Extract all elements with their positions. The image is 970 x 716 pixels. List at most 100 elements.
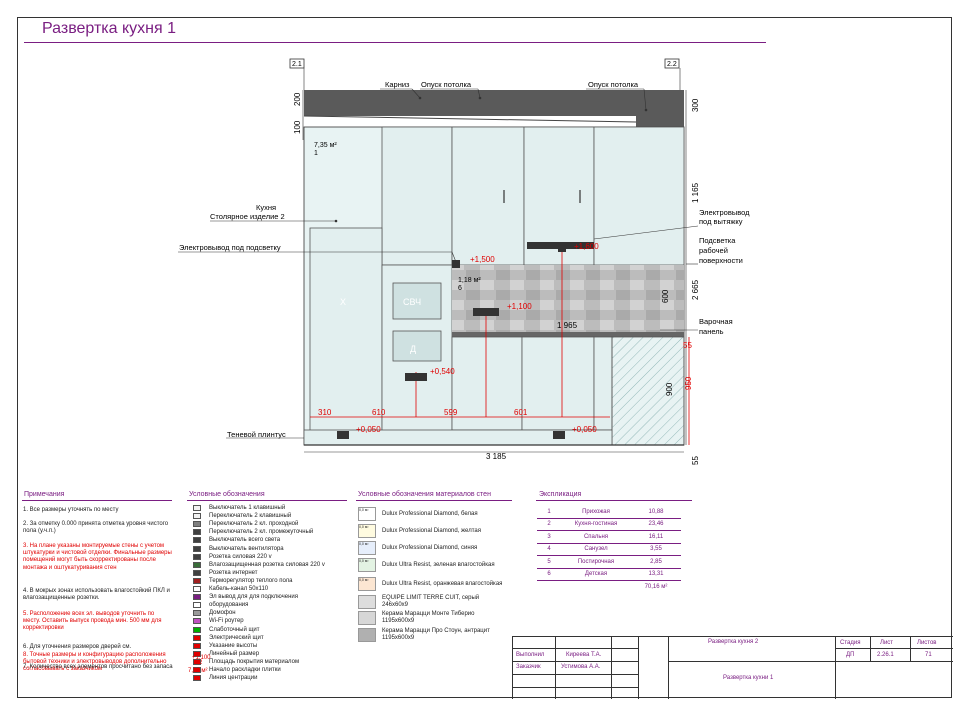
explication-cell-n: 1 [537, 506, 561, 519]
note-item: 1. Все размеры уточнять по месту [23, 507, 119, 513]
elevation-marks: +1,600 +1,500 +1,100 +0,540 +0,050 +0,05… [356, 242, 599, 434]
material-swatch [358, 628, 376, 642]
red-guides [310, 247, 610, 418]
note-item: 7. Количество всех элементов просчитано … [23, 664, 173, 670]
legend-symbol-icon [193, 658, 201, 665]
svg-text:Электровывод: Электровывод [699, 208, 750, 217]
svg-text:2 665: 2 665 [691, 279, 700, 300]
legend-item: Линия центрации [193, 674, 257, 682]
area-main: 7,35 м² [314, 142, 337, 149]
legend-symbol-icon [193, 642, 201, 649]
customer-label: Заказчик [516, 664, 541, 670]
svg-text:Подсветка: Подсветка [699, 236, 736, 245]
legend-label: Переключатель 2 кл. проходной [209, 521, 299, 528]
legend-item: Выключатель всего света [193, 536, 280, 544]
explication-cell-n: 4 [537, 543, 561, 556]
legend-symbol-icon [193, 569, 201, 576]
legend-symbol-icon [193, 634, 201, 641]
legend-label: Домофон [209, 610, 236, 617]
explication-cell-area: 3,55 [631, 543, 681, 556]
legend-item: Домофон [193, 609, 236, 617]
legend-label: Влагозащищенная розетка силовая 220 v [209, 561, 325, 568]
material-size: 1195х600х9 [382, 618, 415, 624]
material-name: EQUIPE LIMIT TERRE CUIT [382, 595, 459, 601]
legend-sample-dim: 1,2 [194, 660, 203, 666]
legend-item: Линейный размер [193, 650, 259, 658]
legend-item: Начало раскладки плитки [193, 666, 281, 674]
material-color: серый [461, 595, 480, 601]
svg-text:Электровывод под подсветку: Электровывод под подсветку [179, 243, 281, 252]
legend-title: Условные обозначения [189, 491, 265, 498]
svg-text:Кухня: Кухня [256, 203, 276, 212]
explication-total-spacer [537, 581, 631, 593]
legend-item: Переключатель 2 кл. промежуточный [193, 528, 313, 536]
legend-item: Указание высоты [193, 642, 257, 650]
vertical-dims: 200 100 300 1 165 2 665 600 55 900 [293, 92, 700, 465]
explication-cell-n: 6 [537, 568, 561, 581]
legend-label: Линия центрации [209, 675, 258, 682]
explication-cell-area: 23,46 [631, 518, 681, 531]
material-swatch: 0,0 м² [358, 507, 376, 521]
material-name: Dulux Ultra Resist [382, 561, 431, 568]
legend-item: Электрический щит [193, 634, 264, 642]
legend-label: Выключатель вентилятора [209, 545, 284, 552]
legend-symbol-icon [193, 675, 201, 682]
dimension-lines [302, 90, 687, 453]
legend-label: Розетка интернет [209, 569, 258, 576]
sheet-label: Лист [880, 640, 894, 646]
drawing-sheet [17, 17, 952, 698]
material-name: Керама Марацци Про Стоун [382, 628, 461, 634]
material-swatch: 0,0 м² [358, 541, 376, 555]
legend-label: Слаботочный щит [209, 626, 260, 633]
material-swatch [358, 595, 376, 609]
material-name: Dulux Ultra Resist [382, 580, 431, 587]
materials-underline [356, 500, 512, 501]
bottom-dims: 310 610 599 601 [318, 408, 528, 417]
legend-label: оборудования [209, 602, 249, 609]
legend-item: Переключатель 2 клавишный [193, 512, 291, 520]
plinth [303, 429, 613, 446]
svg-text:900: 900 [665, 382, 674, 396]
svg-text:310: 310 [318, 408, 332, 417]
explication-cell-area: 13,31 [631, 568, 681, 581]
legend-label: Электрический щит [209, 634, 264, 641]
svg-text:Варочная: Варочная [699, 317, 733, 326]
area-apron: 1,18 м² [458, 277, 481, 284]
hatched-wall [611, 336, 685, 446]
legend-sample-area: 7,80 м² [188, 668, 208, 674]
svg-text:+0,050: +0,050 [572, 425, 597, 434]
material-name: Dulux Professional Diamond [382, 510, 458, 517]
dim-55-top: 55 [683, 341, 692, 350]
title-underline [24, 42, 766, 43]
material-label: Dulux Professional Diamond, белая [382, 510, 478, 517]
legend-symbol-icon [193, 667, 201, 673]
svg-text:Опуск потолка: Опуск потолка [421, 80, 472, 89]
ceiling-band [304, 90, 684, 116]
svg-text:панель: панель [699, 327, 724, 336]
legend-label: Розетка силовая 220 v [209, 553, 272, 560]
explication-underline [536, 500, 692, 501]
performed-label: Выполнил [516, 652, 545, 658]
svg-text:поверхности: поверхности [699, 256, 743, 265]
svg-text:300: 300 [691, 98, 700, 112]
legend-underline [187, 500, 347, 501]
explication-cell-n: 3 [537, 530, 561, 544]
ceiling-drop [636, 116, 684, 127]
explication-title: Экспликация [539, 491, 582, 498]
legend-symbol-icon [193, 513, 201, 520]
fridge-label: Х [340, 297, 346, 307]
microwave-label: СВЧ [403, 297, 421, 307]
explication-cell-n: 2 [537, 518, 561, 531]
legend-symbol-icon [193, 529, 201, 536]
material-name: Керама Марацци Монте Тиберио [382, 611, 475, 617]
legend-label: Переключатель 2 кл. промежуточный [209, 529, 314, 536]
counter-dim: 1 965 [557, 321, 578, 330]
section-markers: 2.1 2.2 [289, 58, 681, 90]
legend-symbol-icon [193, 545, 201, 552]
